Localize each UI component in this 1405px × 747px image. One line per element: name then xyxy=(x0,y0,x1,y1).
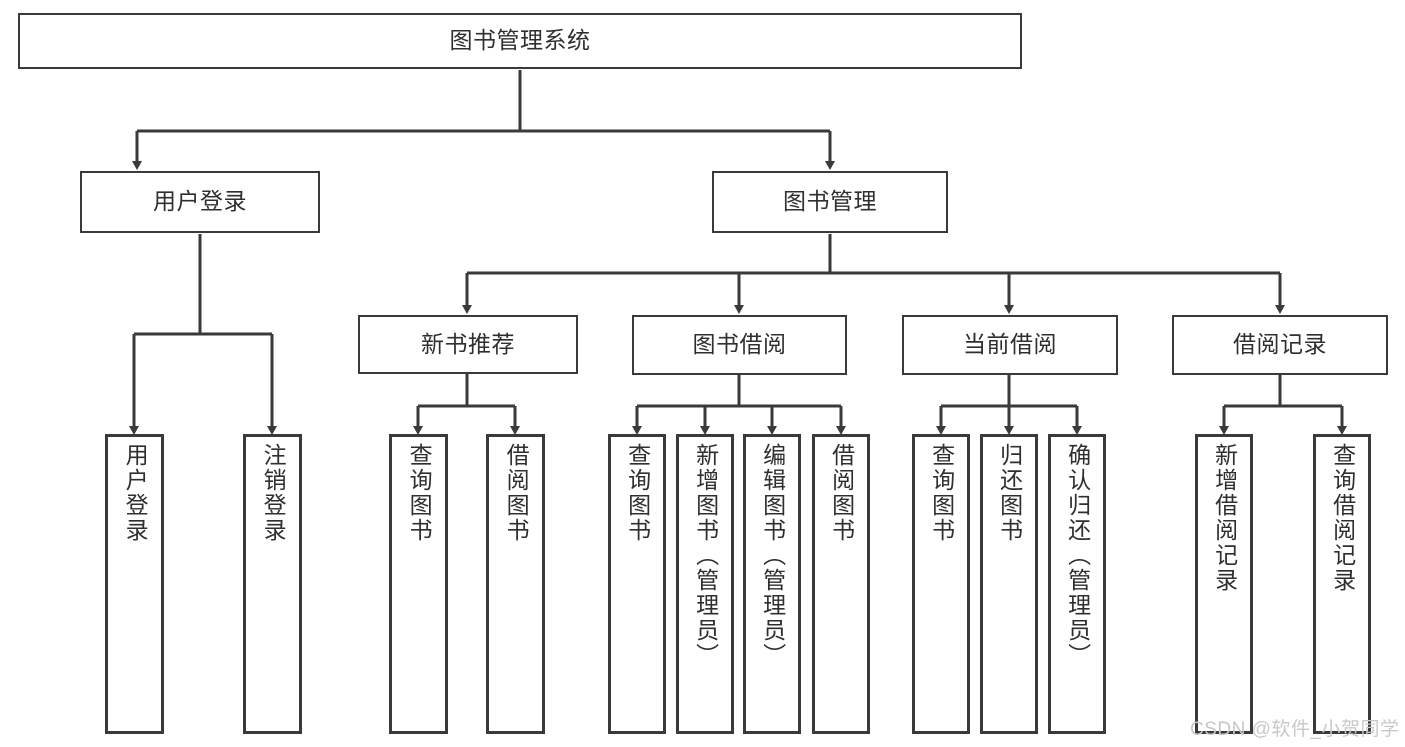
node-label: 归还图书 xyxy=(996,443,1023,543)
node-leaf-add-record[interactable]: 新增借阅记录 xyxy=(1195,434,1253,734)
node-leaf-query-book-1[interactable]: 查询图书 xyxy=(389,434,448,734)
node-label: 新增图书（管理员） xyxy=(692,443,719,668)
node-label: 用户登录 xyxy=(153,188,247,215)
node-leaf-return-book[interactable]: 归还图书 xyxy=(980,434,1038,734)
node-leaf-user-login[interactable]: 用户登录 xyxy=(105,434,164,734)
node-label: 用户登录 xyxy=(122,443,149,543)
node-leaf-logout-login[interactable]: 注销登录 xyxy=(243,434,302,734)
node-leaf-add-book[interactable]: 新增图书（管理员） xyxy=(676,434,734,734)
node-label: 查询借阅记录 xyxy=(1329,443,1356,593)
node-borrow-record[interactable]: 借阅记录 xyxy=(1172,315,1388,375)
node-book-management-system[interactable]: 图书管理系统 xyxy=(18,13,1022,69)
node-current-borrow[interactable]: 当前借阅 xyxy=(902,315,1118,375)
node-label: 新增借阅记录 xyxy=(1211,443,1238,593)
node-label: 查询图书 xyxy=(624,443,651,543)
node-label: 确认归还（管理员） xyxy=(1064,443,1091,668)
node-leaf-query-record[interactable]: 查询借阅记录 xyxy=(1313,434,1371,734)
node-label: 编辑图书（管理员） xyxy=(759,443,786,668)
node-label: 查询图书 xyxy=(406,443,433,543)
csdn-watermark: CSDN @软件_小贺同学 xyxy=(1190,719,1400,740)
node-label: 查询图书 xyxy=(928,443,955,543)
node-leaf-borrow-book-1[interactable]: 借阅图书 xyxy=(486,434,545,734)
node-leaf-edit-book[interactable]: 编辑图书（管理员） xyxy=(743,434,801,734)
node-leaf-borrow-book-2[interactable]: 借阅图书 xyxy=(812,434,870,734)
node-label: 注销登录 xyxy=(260,443,287,543)
node-label: 借阅图书 xyxy=(828,443,855,543)
node-label: 图书借阅 xyxy=(692,331,787,358)
node-leaf-query-book-3[interactable]: 查询图书 xyxy=(912,434,970,734)
node-book-borrow[interactable]: 图书借阅 xyxy=(632,315,847,375)
node-new-book-recommend[interactable]: 新书推荐 xyxy=(358,315,578,374)
node-label: 新书推荐 xyxy=(421,330,515,357)
node-leaf-query-book-2[interactable]: 查询图书 xyxy=(608,434,666,734)
node-user-login[interactable]: 用户登录 xyxy=(80,171,320,233)
node-label: 借阅图书 xyxy=(503,443,530,543)
node-label: 图书管理 xyxy=(783,188,877,215)
node-label: 借阅记录 xyxy=(1233,331,1327,358)
node-label: 图书管理系统 xyxy=(449,27,591,54)
node-leaf-confirm-return[interactable]: 确认归还（管理员） xyxy=(1048,434,1106,734)
node-label: 当前借阅 xyxy=(963,331,1057,358)
node-book-manage[interactable]: 图书管理 xyxy=(712,171,948,233)
